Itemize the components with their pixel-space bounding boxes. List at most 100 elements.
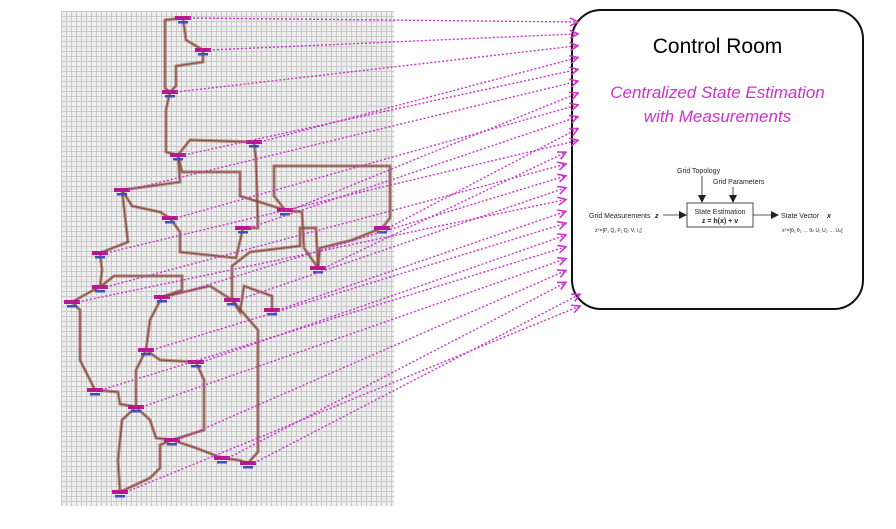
measurement-arrow (259, 58, 578, 143)
bus-bar (195, 48, 211, 52)
measurement-arrow (253, 294, 580, 464)
measurement-arrow (167, 176, 566, 298)
measurement-arrow (201, 235, 566, 363)
transmission-line (230, 298, 260, 465)
z-vector-formula: zᵀ=[P₁ Q₁ P₁ Q₁ V₁ I₁] (595, 228, 642, 234)
transmission-line-core (145, 296, 163, 351)
bus-label-marker (217, 461, 227, 464)
bus-label-marker (115, 495, 125, 498)
transmission-line (272, 164, 392, 229)
bus-label-marker (243, 466, 253, 469)
transmission-line-core (161, 285, 233, 301)
measurement-arrow (100, 247, 566, 391)
bus-label-marker (249, 145, 259, 148)
bus-bar (112, 490, 128, 494)
bus-bar (374, 226, 390, 230)
measurement-arrow (127, 81, 578, 191)
grid-parameters-label: Grid Parameters (713, 179, 765, 186)
bus-bar (128, 405, 144, 409)
measurement-arrow (105, 140, 578, 254)
measurement-arrow (151, 223, 566, 351)
bus-bar (114, 188, 130, 192)
bus-bar (246, 140, 262, 144)
bus-bar (162, 90, 178, 94)
measurement-arrow (277, 211, 566, 311)
bus-nodes (64, 16, 390, 498)
bus-label-marker (95, 290, 105, 293)
bus-bar (92, 285, 108, 289)
transmission-line-core (71, 301, 96, 391)
bus-label-marker (227, 303, 237, 306)
bus-bar (87, 388, 103, 392)
transmission-line-core (117, 406, 137, 493)
transmission-line-core (121, 189, 171, 219)
control-room-subtitle-line2: with Measurements (643, 107, 792, 126)
measurement-arrow (125, 306, 580, 493)
transmission-line-core (169, 50, 204, 93)
bus-label-marker (95, 256, 105, 259)
transmission-line-core (164, 17, 184, 93)
bus-label-marker (165, 95, 175, 98)
transmission-line-core (284, 209, 319, 269)
bus-bar (264, 308, 280, 312)
control-room-subtitle-line1: Centralized State Estimation (610, 83, 825, 102)
grid-lines (70, 16, 392, 494)
state-estimation-block-title: State Estimation (695, 209, 746, 216)
transmission-line-core (177, 139, 255, 156)
transmission-line-core (317, 227, 383, 269)
bus-bar (214, 456, 230, 460)
bus-label-marker (280, 213, 290, 216)
measurement-arrows (77, 18, 580, 493)
bus-bar (92, 251, 108, 255)
transmission-line-core (99, 189, 129, 254)
x-vector-formula: xᵀ=[θ₁ θ₂ … θₙ U₁ U₂ … Uₙ] (782, 228, 843, 234)
transmission-line (94, 388, 137, 409)
bus-label-marker (67, 305, 77, 308)
state-estimation-block (686, 202, 754, 228)
bus-label-marker (191, 365, 201, 368)
transmission-line-core (119, 439, 173, 493)
measurement-arrow (177, 271, 566, 441)
measurement-arrow (77, 200, 566, 303)
measurement-arrow (237, 188, 566, 301)
transmission-line (168, 50, 205, 94)
bus-label-marker (141, 353, 151, 356)
measurement-arrow (141, 259, 566, 408)
bus-bar (175, 16, 191, 20)
bus-label-marker (238, 231, 248, 234)
grid-topology-label: Grid Topology (677, 168, 721, 175)
transmission-line-core (169, 217, 244, 259)
bus-bar (162, 216, 178, 220)
bus-bar (164, 438, 180, 442)
measurement-arrow (387, 129, 578, 229)
bus-label-marker (90, 393, 100, 396)
z-symbol: z (654, 213, 659, 220)
state-vector-label: State Vector (781, 213, 820, 220)
measurement-arrow (175, 46, 578, 93)
transmission-line-core (99, 252, 103, 288)
transmission-line-core (135, 349, 147, 407)
measurement-arrow (175, 105, 578, 219)
bus-label-marker (167, 443, 177, 446)
transmission-line (316, 226, 383, 269)
transmission-line-core (171, 439, 223, 459)
transmission-line (121, 154, 182, 192)
transmission-line-core (171, 361, 205, 441)
x-symbol: x (826, 213, 832, 220)
bus-label-marker (198, 53, 208, 56)
transmission-line-core (182, 17, 204, 51)
transmission-line (116, 405, 138, 493)
bus-bar (310, 266, 326, 270)
bus-label-marker (165, 221, 175, 224)
measurement-arrow (208, 34, 578, 51)
state-estimation-diagram: Grid Topology Grid Parameters State Esti… (589, 168, 843, 234)
bus-bar (224, 298, 240, 302)
bus-label-marker (117, 193, 127, 196)
state-estimation-equation: z = h(x) + v (702, 218, 738, 225)
transmission-line (144, 296, 164, 351)
transmission-line (134, 349, 148, 407)
transmission-line-core (231, 227, 319, 300)
measurement-arrow (248, 117, 578, 229)
